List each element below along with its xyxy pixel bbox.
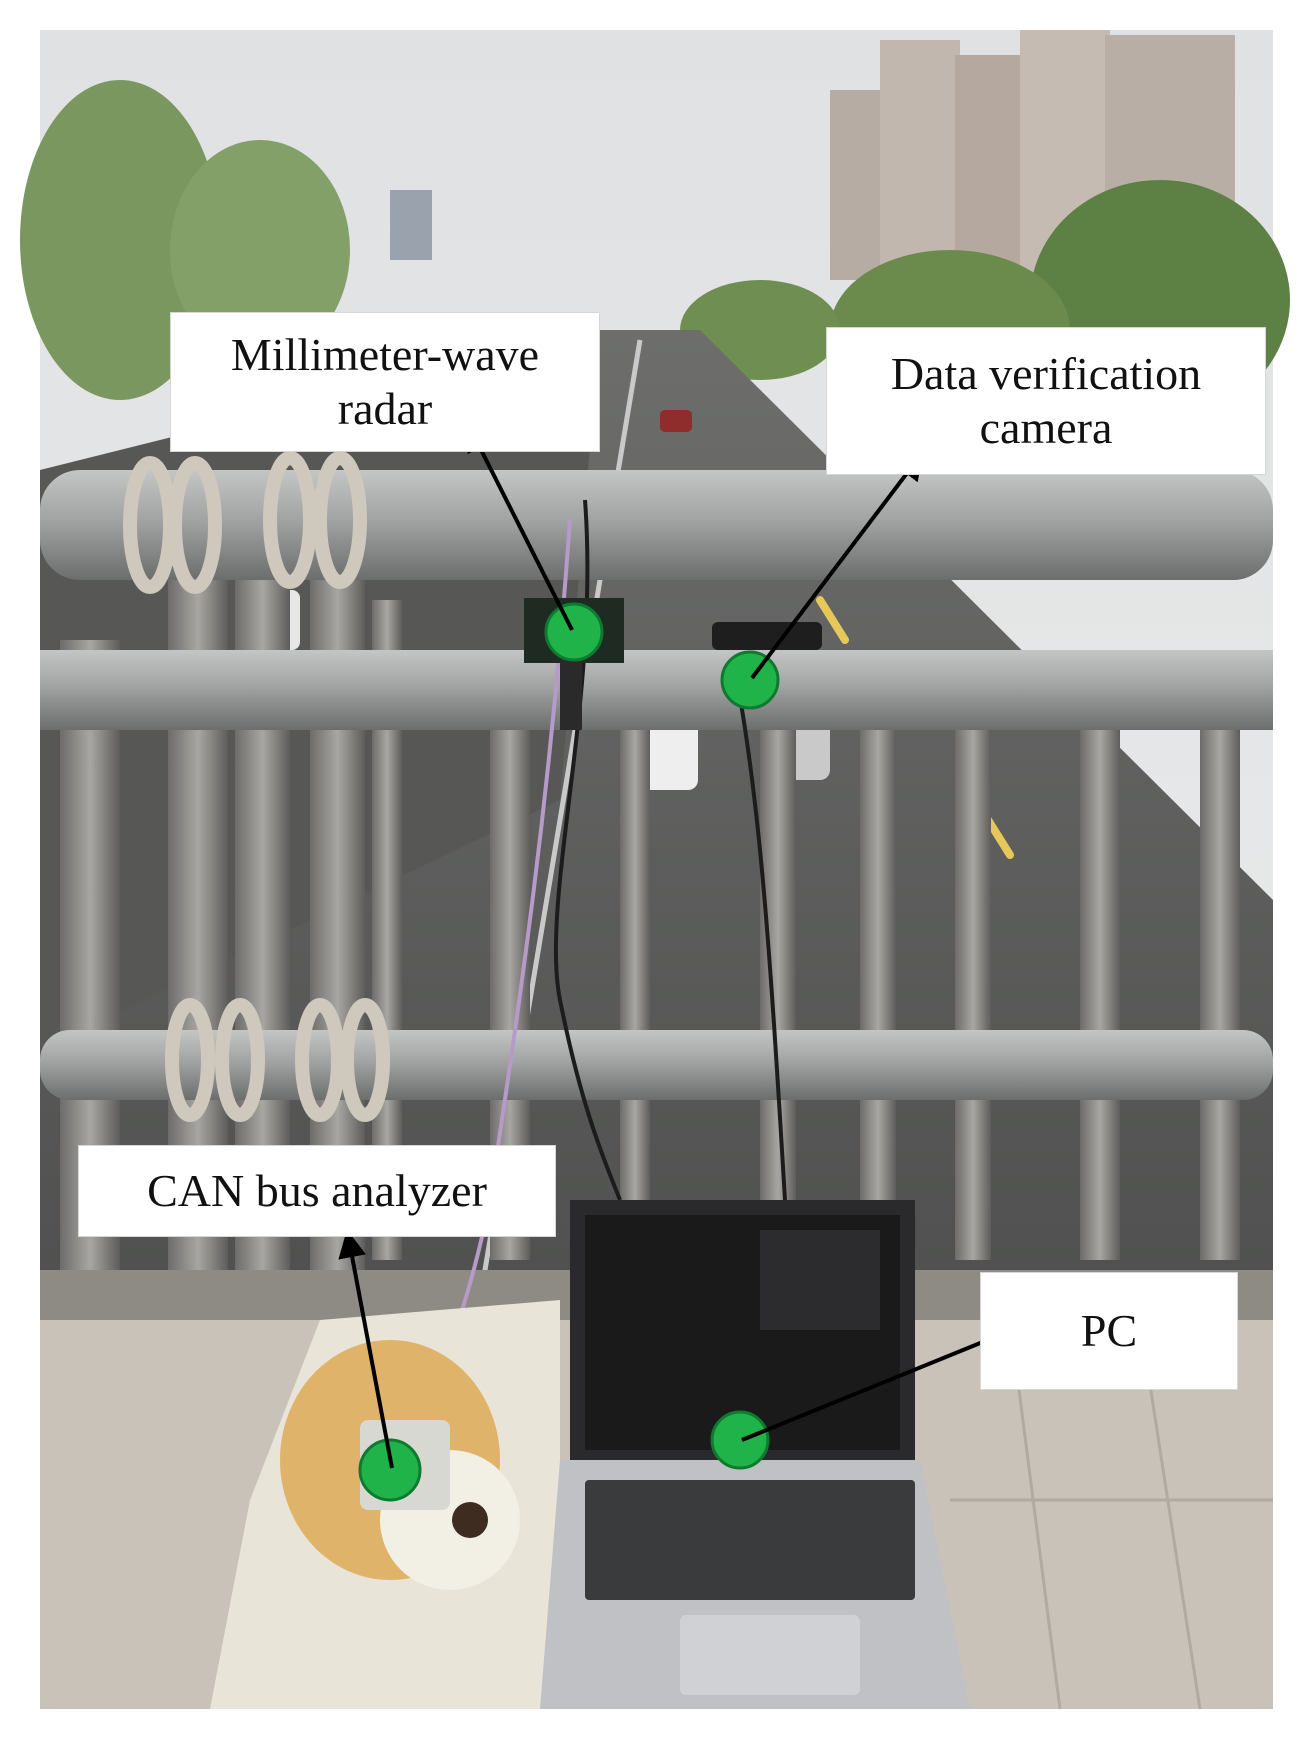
label-pc-text: PC bbox=[1080, 1304, 1138, 1356]
arrow-pc bbox=[741, 1321, 1028, 1442]
marker-camera bbox=[720, 650, 780, 710]
laptop bbox=[540, 1200, 970, 1709]
arrows bbox=[338, 423, 1028, 1469]
arrow-camera bbox=[750, 451, 924, 680]
arrow-radar bbox=[467, 423, 574, 631]
label-camera-text: Data verification camera bbox=[890, 347, 1202, 453]
marker-pc bbox=[710, 1410, 770, 1470]
label-can-bus-analyzer: CAN bus analyzer bbox=[78, 1145, 556, 1237]
label-pc: PC bbox=[980, 1272, 1238, 1390]
camera-device bbox=[712, 622, 822, 650]
label-radar-text: Millimeter-wave radar bbox=[230, 328, 540, 434]
arrow-can bbox=[338, 1229, 394, 1469]
marker-radar bbox=[544, 602, 604, 662]
railing-bars bbox=[40, 451, 1273, 1122]
photo bbox=[20, 30, 1290, 1710]
label-can-text: CAN bus analyzer bbox=[147, 1164, 487, 1216]
marker-can bbox=[358, 1438, 422, 1502]
markers bbox=[358, 602, 780, 1502]
label-data-verification-camera: Data verification camera bbox=[826, 327, 1266, 475]
label-millimeter-wave-radar: Millimeter-wave radar bbox=[170, 312, 600, 452]
